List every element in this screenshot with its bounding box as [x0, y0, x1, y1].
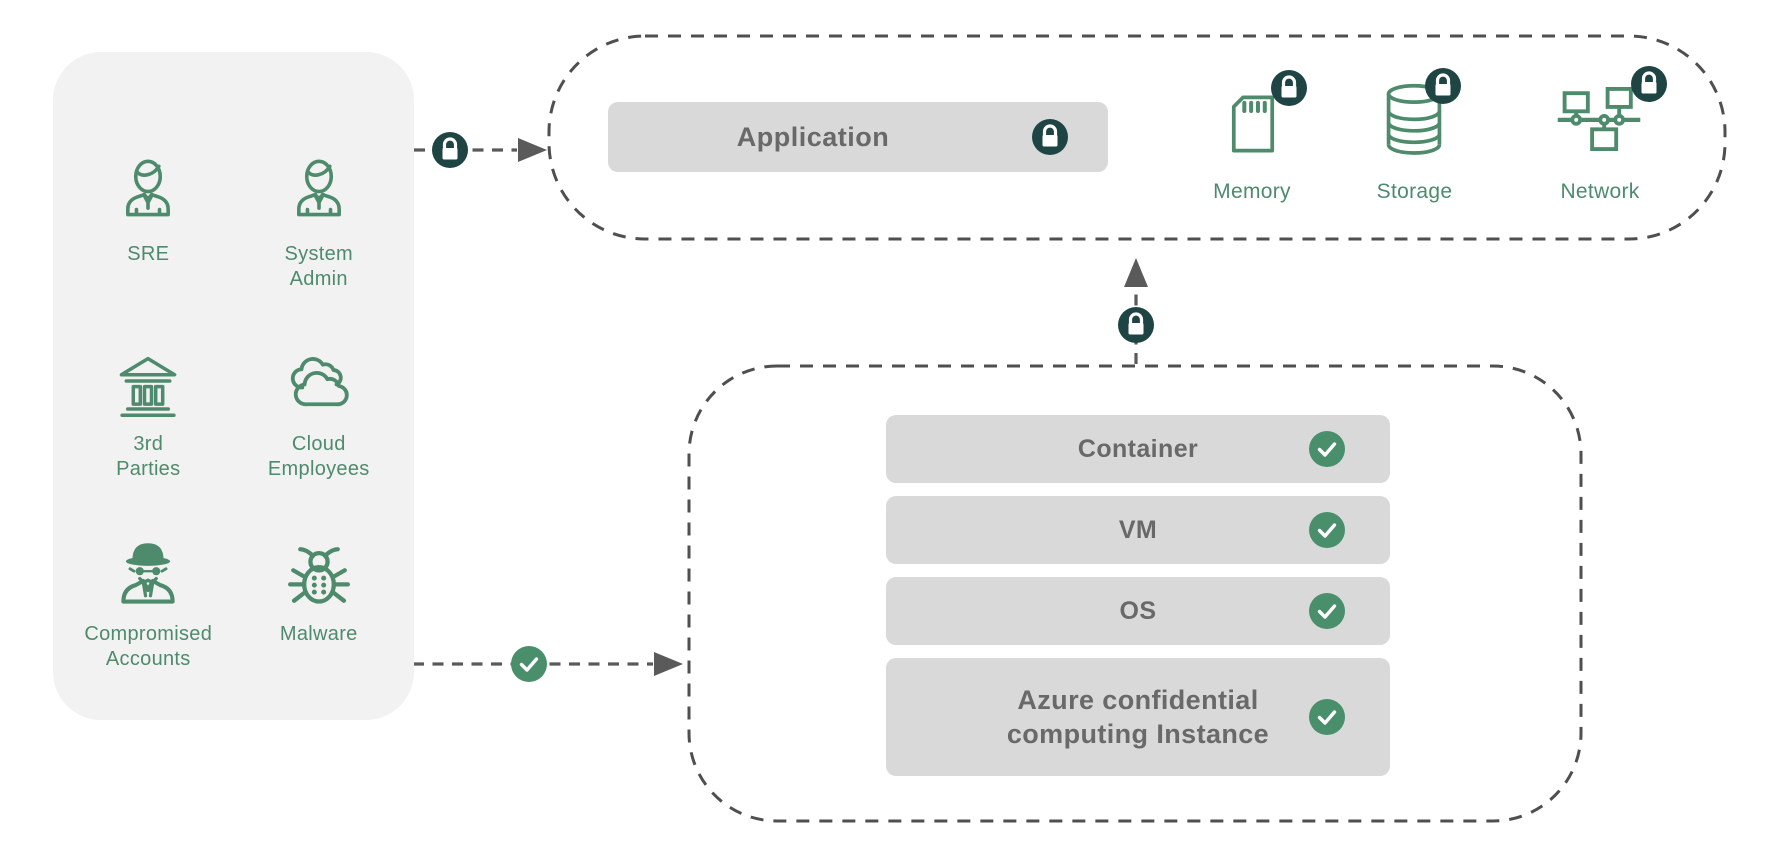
check-icon	[511, 646, 547, 682]
check-icon	[1309, 431, 1345, 467]
lock-icon	[1425, 68, 1461, 104]
threat-item-label: Malware	[279, 623, 358, 645]
threat-item-3rd-parties: 3rd Parties	[63, 338, 234, 482]
resource-storage	[1368, 80, 1460, 162]
layer-vm: VM	[886, 496, 1390, 564]
threat-item-sre: SRE	[63, 148, 234, 292]
person-icon	[112, 152, 184, 234]
layer-label: VM	[1118, 515, 1158, 544]
threat-item-compromised-accounts: Compromised Accounts	[63, 528, 234, 672]
threat-item-label: System Admin	[284, 243, 353, 290]
threat-item-label: 3rd Parties	[116, 433, 181, 480]
resource-label-network: Network	[1560, 180, 1640, 203]
arrowhead-up-icon	[1124, 258, 1148, 287]
bank-icon	[113, 352, 183, 424]
lock-icon	[1118, 307, 1154, 343]
arrowhead-right-icon	[654, 652, 683, 676]
application-label: Application	[736, 121, 890, 152]
check-icon	[1309, 512, 1345, 548]
arrowhead-right-icon	[518, 138, 547, 162]
lock-icon	[1271, 70, 1307, 106]
layer-container: Container	[886, 415, 1390, 483]
lock-icon	[1631, 66, 1667, 102]
threat-actors-panel: SRE System Admin 3rd Parties Cloud Emplo…	[53, 52, 414, 720]
layer-os: OS	[886, 577, 1390, 645]
threat-item-malware: Malware	[234, 528, 405, 672]
layer-label: OS	[1119, 596, 1157, 625]
person-icon	[283, 152, 355, 234]
threat-item-label: Compromised Accounts	[84, 623, 213, 670]
layer-azure-confidential-computing-instance: Azure confidential computing Instance	[886, 658, 1390, 776]
check-icon	[1309, 699, 1345, 735]
lock-icon	[1032, 119, 1068, 155]
check-icon	[1309, 593, 1345, 629]
application-bar: Application	[608, 102, 1108, 172]
spy-icon	[107, 530, 189, 614]
threat-item-label: SRE	[127, 243, 170, 265]
resource-label-memory: Memory	[1213, 180, 1291, 203]
threat-item-system-admin: System Admin	[234, 148, 405, 292]
layer-label: Container	[1077, 434, 1199, 463]
layer-label: Azure confidential computing Instance	[1006, 685, 1270, 749]
lock-icon	[432, 132, 468, 168]
resource-memory	[1222, 84, 1284, 164]
threat-item-cloud-employees: Cloud Employees	[234, 338, 405, 482]
bug-icon	[279, 536, 359, 614]
resource-label-storage: Storage	[1376, 180, 1453, 203]
clouds-icon	[271, 348, 367, 424]
resource-network	[1540, 76, 1658, 162]
threat-item-label: Cloud Employees	[267, 433, 370, 480]
